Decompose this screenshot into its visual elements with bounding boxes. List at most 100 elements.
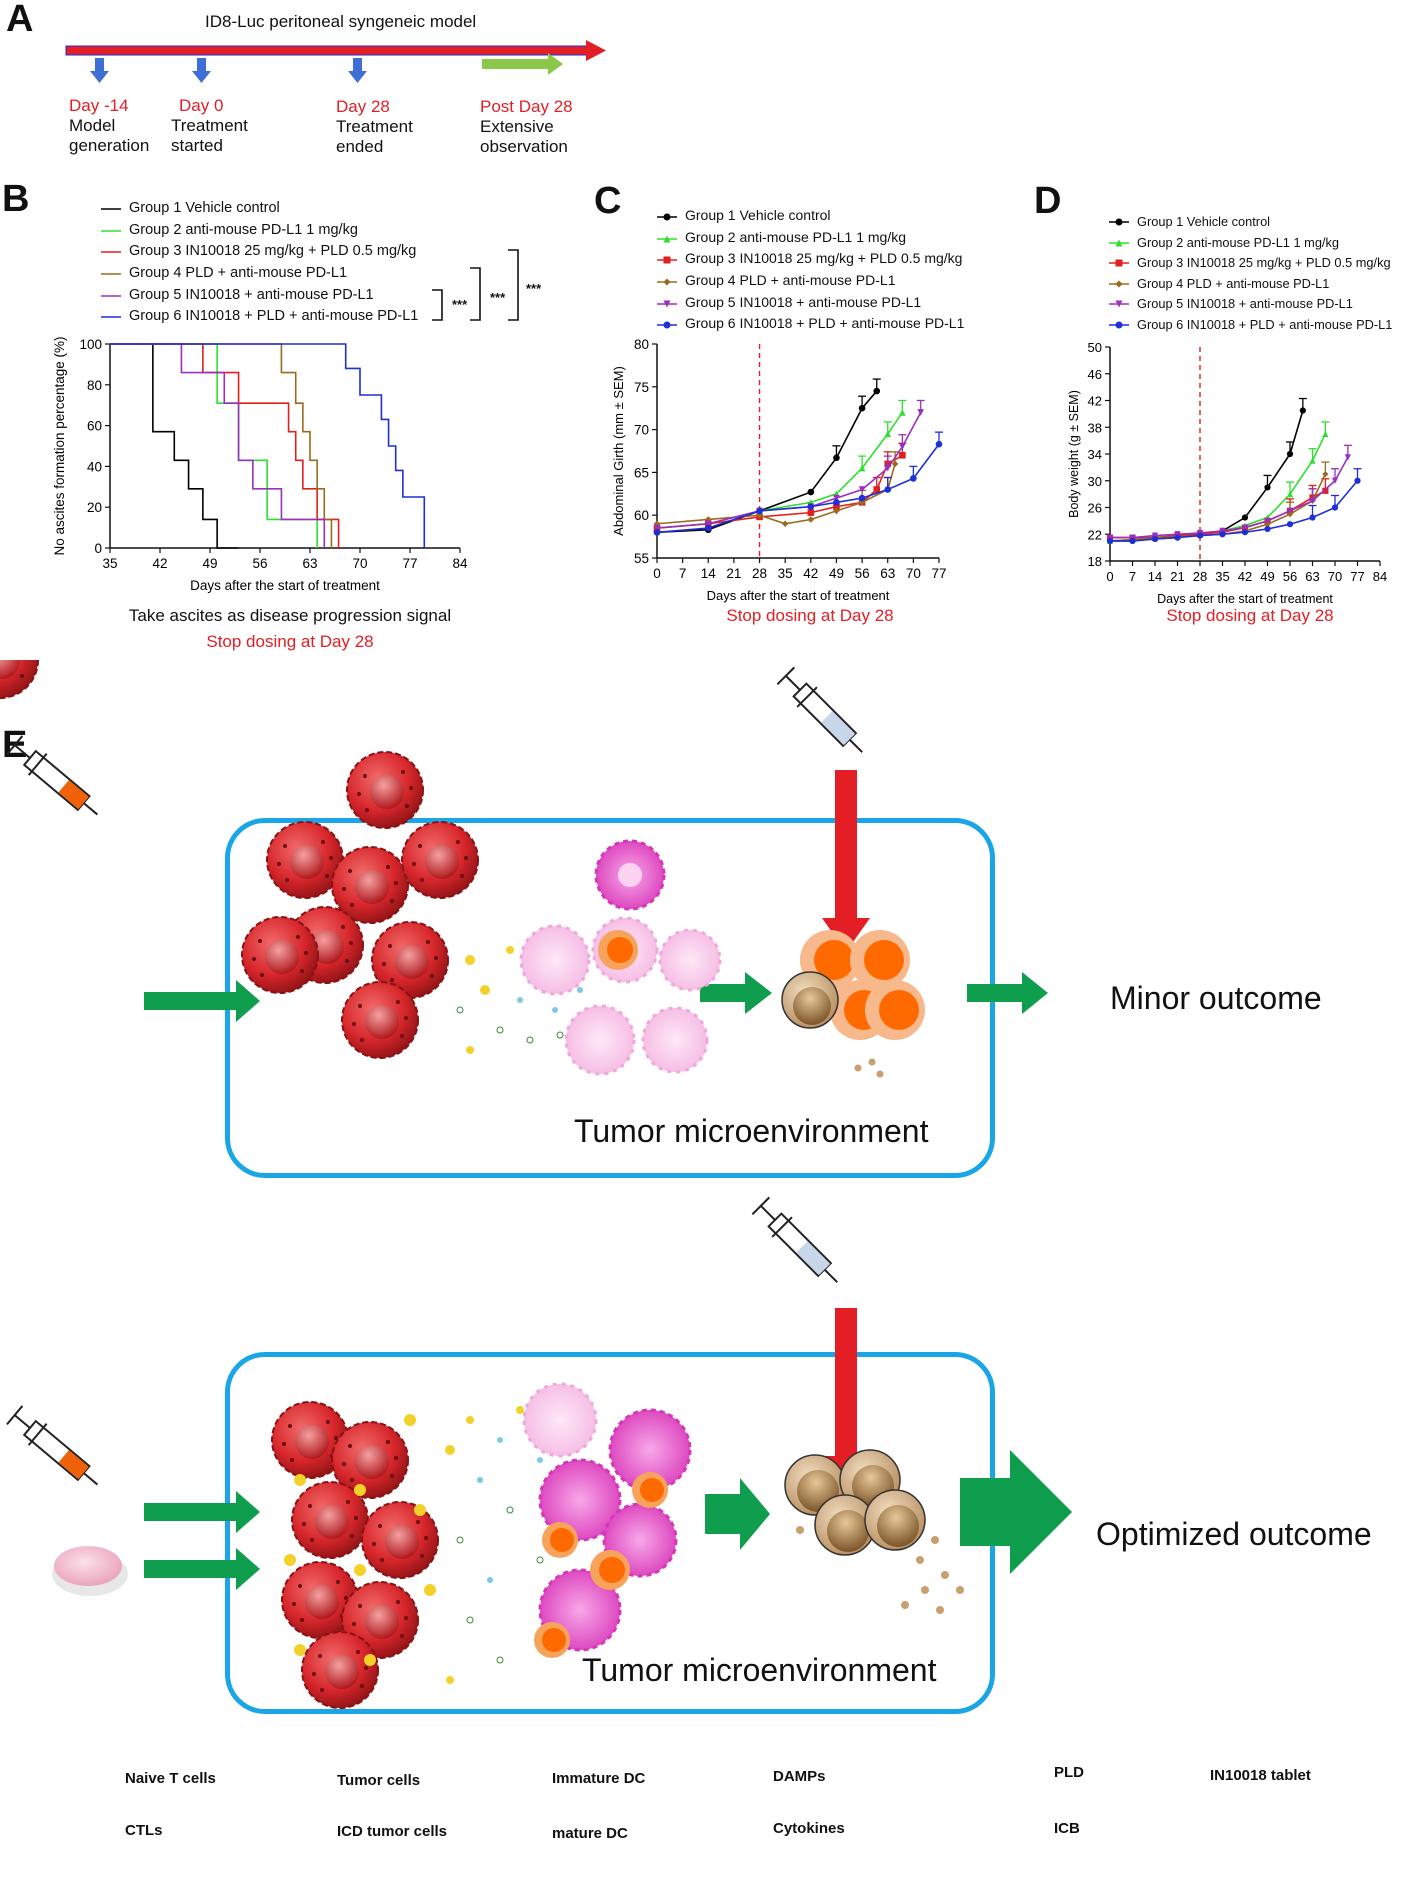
data-point bbox=[1196, 532, 1204, 539]
data-point bbox=[858, 494, 866, 502]
legend-marker bbox=[1115, 280, 1123, 288]
x-tick-label: 70 bbox=[906, 566, 921, 581]
data-point bbox=[833, 499, 840, 506]
tme-label-bottom: Tumor microenvironment bbox=[582, 1652, 937, 1688]
y-tick-label: 60 bbox=[87, 419, 102, 434]
caption-c-stop: Stop dosing at Day 28 bbox=[726, 606, 894, 625]
icd-tumor-cells-bottom bbox=[271, 1401, 455, 1709]
legend-d-swatch-2 bbox=[1108, 236, 1130, 250]
key-icd-tumor: ICD tumor cells bbox=[337, 1823, 448, 1840]
y-tick-label: 100 bbox=[79, 337, 102, 352]
x-tick-label: 56 bbox=[855, 566, 870, 581]
panel-label-d: D bbox=[1034, 180, 1062, 222]
x-tick-label: 0 bbox=[1106, 569, 1113, 584]
data-point bbox=[884, 486, 892, 493]
mature-dc-bottom bbox=[522, 1382, 692, 1658]
legend-c-label-3: Group 3 IN10018 25 mg/kg + PLD 0.5 mg/kg bbox=[685, 250, 963, 267]
y-tick-label: 22 bbox=[1088, 527, 1102, 542]
significance-2: *** bbox=[490, 290, 506, 305]
data-point bbox=[833, 507, 840, 515]
data-point bbox=[1106, 534, 1114, 541]
y-tick-label: 60 bbox=[634, 508, 649, 523]
key-damps: DAMPs bbox=[773, 1768, 826, 1785]
legend-c-swatch-4 bbox=[656, 274, 678, 288]
tme-label-top: Tumor microenvironment bbox=[574, 1113, 929, 1149]
data-point bbox=[833, 454, 840, 462]
legend-marker bbox=[1115, 321, 1123, 329]
x-tick-label: 49 bbox=[202, 556, 217, 571]
x-tick-label: 77 bbox=[402, 556, 417, 571]
x-tick-label: 63 bbox=[880, 566, 895, 581]
data-point bbox=[1219, 527, 1226, 535]
y-tick-label: 40 bbox=[87, 459, 102, 474]
legend-d-swatch-6 bbox=[1108, 318, 1130, 332]
pld-syringe-icon-2 bbox=[6, 1405, 99, 1486]
x-tick-label: 56 bbox=[1283, 569, 1297, 584]
data-point bbox=[1264, 517, 1271, 524]
data-point bbox=[1174, 534, 1181, 541]
right-arrow-icon bbox=[482, 53, 563, 75]
km-curve-4 bbox=[110, 343, 333, 548]
x-tick-label: 77 bbox=[931, 566, 946, 581]
key-pld: PLD bbox=[1054, 1764, 1084, 1781]
significance-3: *** bbox=[526, 281, 542, 296]
caption-b-stop: Stop dosing at Day 28 bbox=[206, 632, 374, 651]
key-ctls: CTLs bbox=[125, 1822, 163, 1839]
km-curve-1 bbox=[110, 343, 239, 549]
optimized-outcome-label: Optimized outcome bbox=[1096, 1516, 1372, 1552]
y-axis-label: Abdominal Girth (mm ± SEM) bbox=[611, 366, 626, 536]
y-tick-label: 65 bbox=[634, 465, 649, 480]
x-tick-label: 21 bbox=[1170, 569, 1184, 584]
legend-marker bbox=[663, 278, 671, 286]
y-tick-label: 34 bbox=[1088, 447, 1102, 462]
y-tick-label: 42 bbox=[1088, 394, 1102, 409]
legend-c-swatch-6 bbox=[656, 317, 678, 331]
caption-d-stop: Stop dosing at Day 28 bbox=[1166, 606, 1334, 625]
damps-bottom bbox=[446, 1406, 544, 1684]
icb-syringe-icon bbox=[776, 666, 863, 753]
data-point bbox=[807, 516, 815, 523]
series-line-3 bbox=[656, 454, 903, 529]
legend-c-swatch-2 bbox=[656, 231, 678, 245]
legend-b-label-3: Group 3 IN10018 25 mg/kg + PLD 0.5 mg/kg bbox=[129, 243, 417, 260]
y-tick-label: 80 bbox=[634, 337, 649, 352]
data-point bbox=[807, 503, 815, 510]
legend-d: Group 1 Vehicle control Group 2 anti-mou… bbox=[1108, 212, 1392, 335]
data-point bbox=[873, 387, 881, 395]
y-tick-label: 46 bbox=[1088, 367, 1102, 382]
data-point bbox=[1151, 532, 1159, 539]
legend-b-label-1: Group 1 Vehicle control bbox=[129, 200, 280, 216]
mature-dc-top bbox=[594, 839, 666, 970]
green-arrow-icon-2 bbox=[144, 1450, 1072, 1590]
legend-marker bbox=[1115, 218, 1123, 226]
legend-d-label-6: Group 6 IN10018 + PLD + anti-mouse PD-L1 bbox=[1137, 316, 1393, 332]
legend-c-label-5: Group 5 IN10018 + anti-mouse PD-L1 bbox=[685, 293, 922, 310]
x-tick-label: 7 bbox=[1129, 569, 1136, 584]
legend-marker bbox=[663, 213, 671, 221]
series-line-5 bbox=[656, 412, 922, 529]
pld-syringe-icon bbox=[6, 735, 99, 816]
data-point bbox=[833, 503, 840, 510]
data-point bbox=[884, 430, 892, 438]
panel-label-b: B bbox=[2, 178, 30, 220]
data-point bbox=[1151, 535, 1159, 543]
key-naive-t: Naive T cells bbox=[125, 1770, 216, 1787]
legend-marker bbox=[1115, 300, 1123, 308]
data-point bbox=[858, 404, 866, 412]
data-point bbox=[1174, 531, 1181, 538]
legend-c-label-4: Group 4 PLD + anti-mouse PD-L1 bbox=[685, 272, 896, 289]
significance-brackets bbox=[432, 249, 519, 321]
x-tick-label: 49 bbox=[1260, 569, 1274, 584]
y-tick-label: 26 bbox=[1088, 501, 1102, 516]
down-arrow-icon bbox=[90, 58, 367, 83]
significance-1: *** bbox=[452, 297, 468, 312]
legend-d-label-2: Group 2 anti-mouse PD-L1 1 mg/kg bbox=[1137, 234, 1340, 250]
legend-marker bbox=[663, 235, 671, 243]
